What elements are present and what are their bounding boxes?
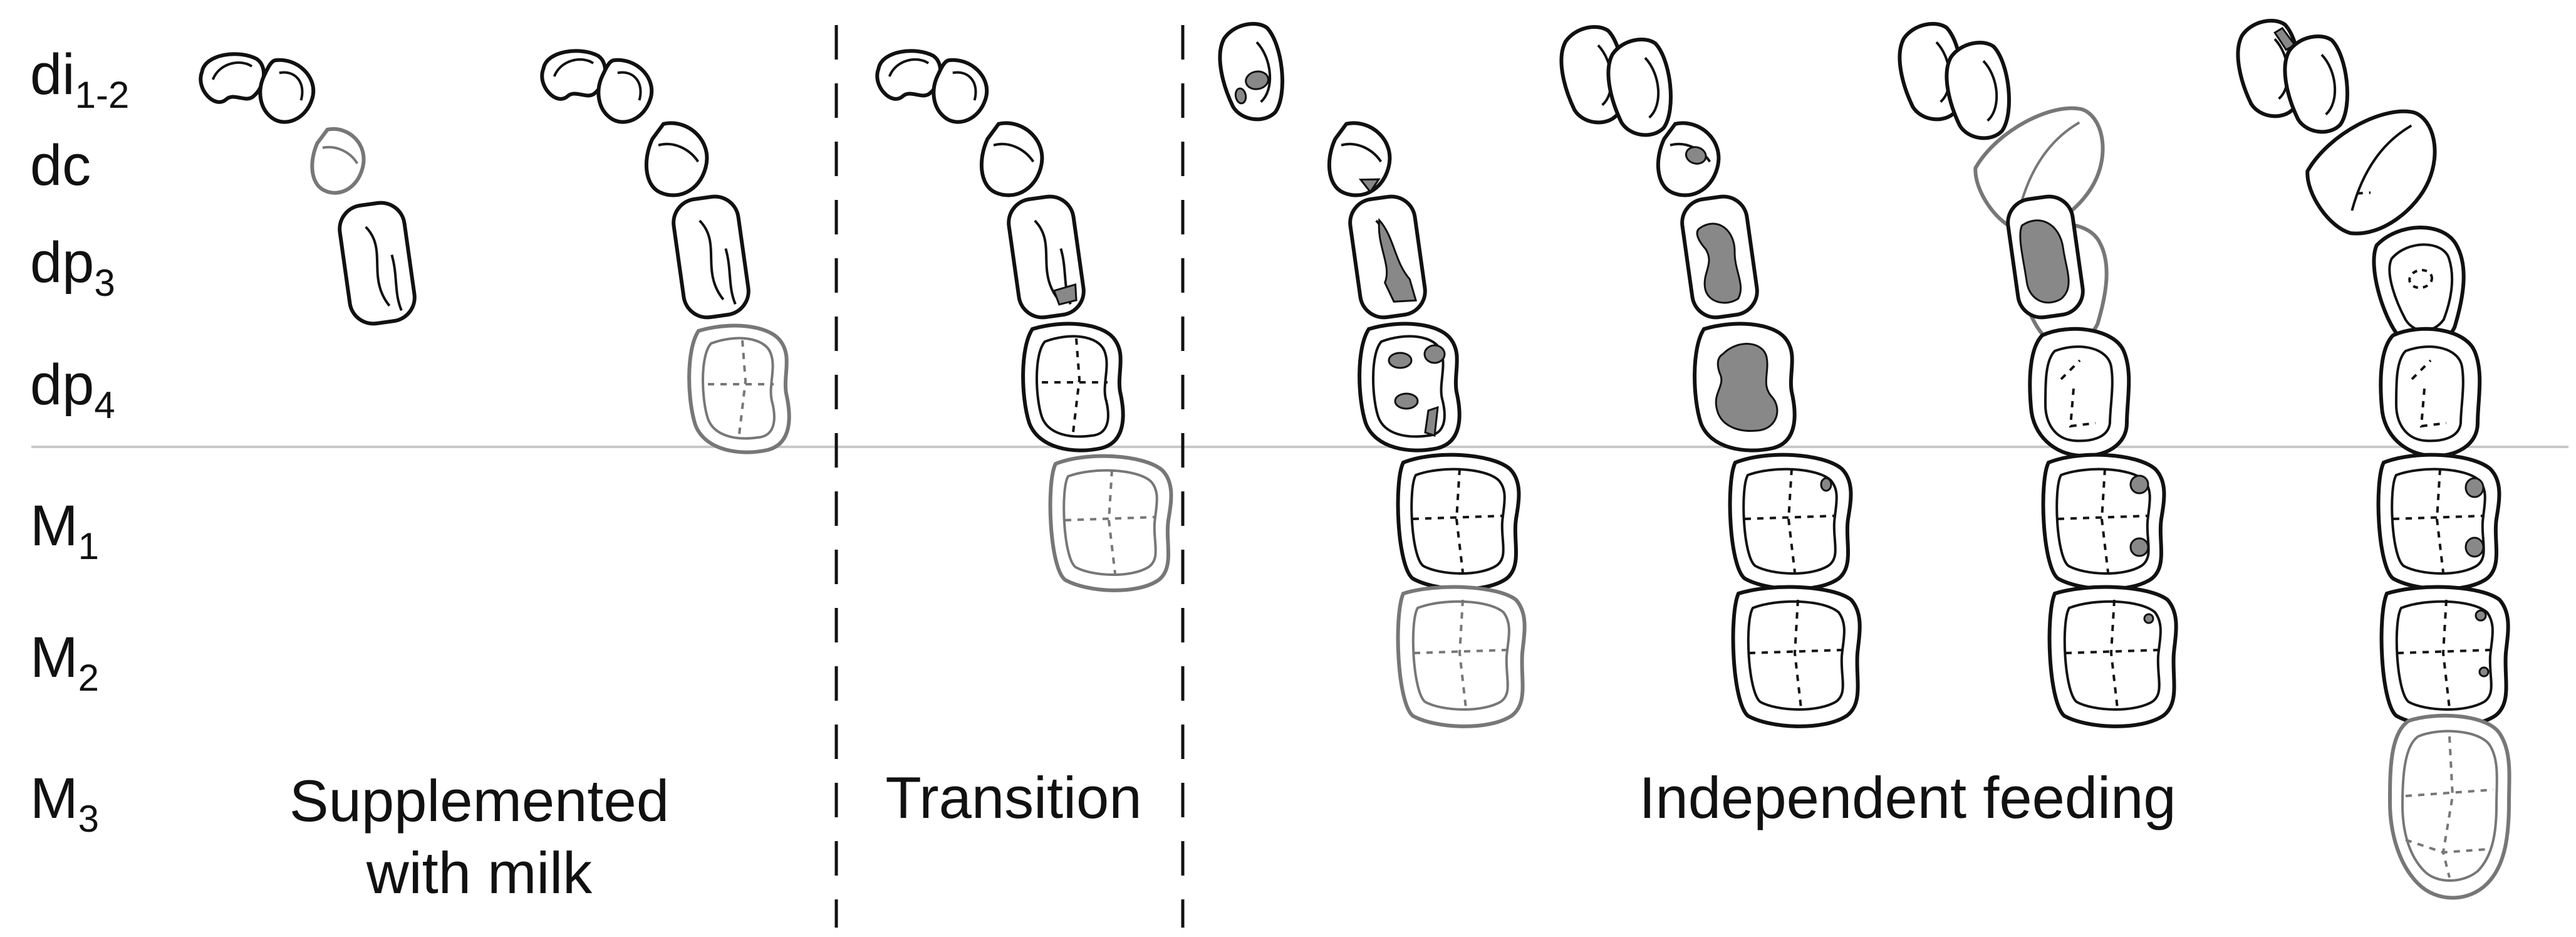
molar-m1	[1728, 453, 1853, 591]
molar-m1	[2376, 453, 2501, 591]
premolar-dp3-worn	[2006, 194, 2085, 320]
tooth-row-stage-7	[2236, 19, 2511, 900]
tooth-label-dp3-sub: 3	[94, 262, 115, 304]
tooth-row-stage-3	[875, 49, 1173, 592]
phase-label-transition: Transition	[885, 765, 1141, 830]
svg-text:M3: M3	[30, 767, 99, 840]
molar-m1-erupting	[1048, 454, 1173, 592]
canine	[1656, 121, 1721, 197]
tooth-row-stage-1	[199, 52, 417, 326]
premolar-dp3	[1348, 194, 1427, 320]
canine	[644, 121, 709, 197]
canine-erupting	[310, 127, 366, 195]
svg-text:dp4: dp4	[30, 353, 115, 426]
svg-text:dp3: dp3	[30, 231, 115, 304]
incisor-1	[540, 49, 608, 101]
tooth-label-dp4: dp4	[30, 353, 115, 426]
wear-facet	[1378, 217, 1418, 303]
molar-m2-erupting	[1396, 585, 1527, 728]
phase-label-supplemented-line2: with milk	[366, 840, 593, 906]
incisor-1	[875, 49, 943, 101]
molar-m1	[2041, 453, 2166, 591]
incisor-2	[258, 58, 316, 124]
canine-permanent-erupting	[1973, 106, 2105, 233]
tooth-row-stage-6	[1898, 22, 2178, 728]
tooth-label-dp4-sub: 4	[94, 384, 115, 426]
tooth-label-dp4-base: dp	[30, 353, 94, 417]
tooth-label-dp3-base: dp	[30, 231, 94, 295]
incisor-1	[1218, 22, 1285, 122]
canine	[1327, 121, 1392, 197]
tooth-label-m2-sub: 2	[78, 657, 99, 699]
phase-label-supplemented-line1: Supplemented	[289, 768, 669, 834]
incisor-2	[2283, 34, 2350, 134]
molar-dp4	[1021, 322, 1125, 453]
wear-facet	[1052, 283, 1078, 306]
tooth-label-m1-sub: 1	[78, 525, 99, 567]
phase-label-independent: Independent feeding	[1639, 765, 2176, 830]
premolar-dp3	[338, 201, 417, 326]
wear-facet	[1715, 343, 1779, 432]
tooth-row-stage-4	[1218, 22, 1527, 728]
molar-m1	[1396, 453, 1521, 591]
tooth-label-dc: dc	[30, 133, 91, 197]
incisor-2	[1945, 41, 2012, 140]
tooth-label-m1: M1	[30, 494, 99, 567]
molar-m2	[2379, 585, 2510, 728]
canine	[979, 121, 1044, 197]
premolar-p3	[2372, 226, 2466, 348]
molar-m2	[2047, 585, 2178, 728]
tooth-row-stage-5	[1559, 25, 1862, 728]
tooth-label-m2: M2	[30, 626, 99, 699]
incisor-2	[1606, 38, 1673, 137]
molar-m2	[1731, 585, 1862, 728]
tooth-label-di-base: di	[30, 43, 75, 107]
premolar-dp3	[1007, 194, 1086, 320]
tooth-label-m3: M3	[30, 767, 99, 840]
canine-permanent	[2305, 109, 2437, 236]
molar-m3-erupting	[2387, 713, 2511, 900]
tooth-label-m2-base: M	[30, 626, 78, 689]
incisor-2	[596, 58, 654, 124]
tooth-label-m1-base: M	[30, 494, 78, 558]
tooth-label-m3-sub: 3	[78, 798, 99, 840]
tooth-label-di: di1-2	[30, 43, 129, 116]
tooth-row-stage-2	[540, 49, 791, 454]
svg-text:di1-2: di1-2	[30, 43, 129, 116]
tooth-label-dc-base: dc	[30, 133, 91, 197]
premolar-dp3	[1680, 194, 1759, 320]
svg-text:M2: M2	[30, 626, 99, 699]
incisor-2	[932, 58, 989, 124]
molar-dp4	[1358, 322, 1462, 453]
tooth-label-dp3: dp3	[30, 231, 115, 304]
svg-text:M1: M1	[30, 494, 99, 567]
tooth-label-m3-base: M	[30, 767, 78, 830]
wear-facet	[1696, 222, 1742, 304]
molar-dp4	[1693, 322, 1797, 453]
premolar-p4-erupting	[2028, 327, 2131, 458]
premolar-dp3	[672, 194, 750, 320]
molar-dp4-erupting	[687, 323, 791, 454]
svg-text:dc: dc	[30, 133, 91, 197]
premolar-p4	[2379, 327, 2482, 458]
wear-facet	[2019, 219, 2070, 304]
tooth-label-di-sub: 1-2	[75, 74, 130, 116]
incisor-1	[199, 52, 266, 104]
